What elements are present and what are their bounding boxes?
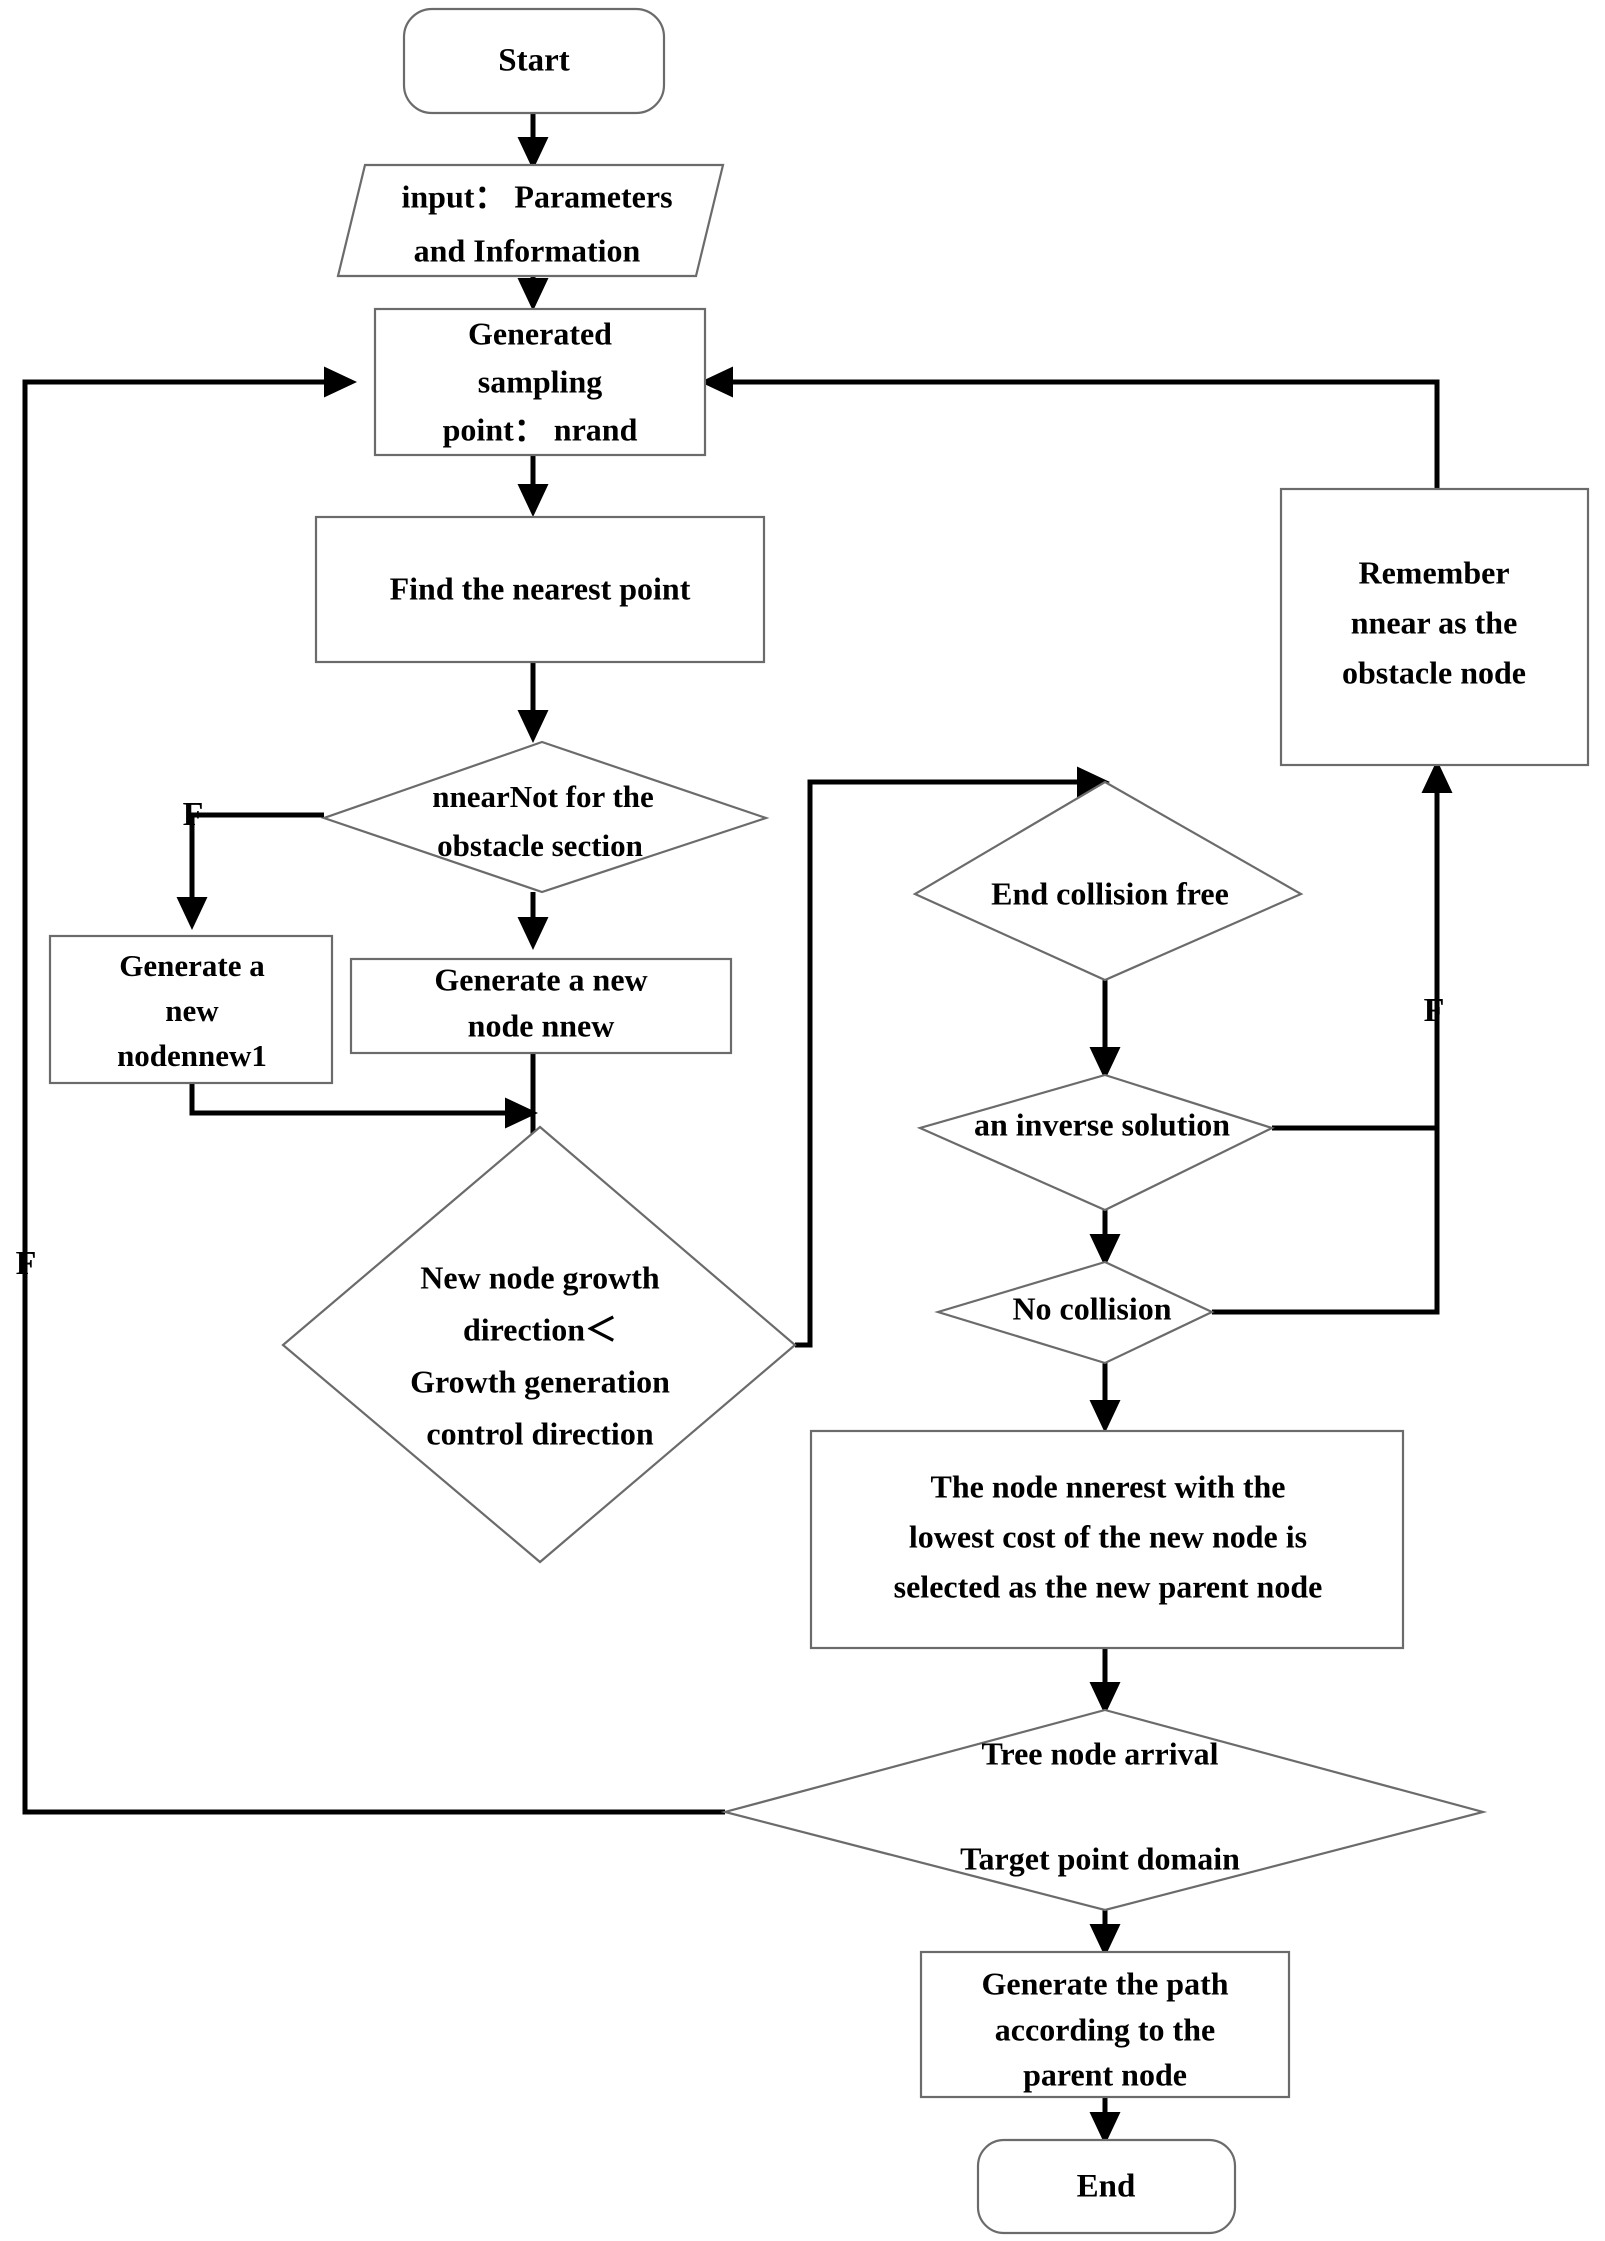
node-growth-direction[interactable]: New node growth direction＜ Growth genera… (281, 1125, 797, 1564)
gennew1-line3: nodennew1 (117, 1038, 267, 1073)
growth-direction-line2: direction＜ (463, 1311, 617, 1347)
remember-line1: Remember (1358, 554, 1509, 590)
input-shape (336, 163, 725, 278)
edge-growthdir-to-endcollision (795, 766, 1110, 1348)
node-obstacle-check[interactable]: nnearNot for the obstacle section (320, 740, 770, 894)
genpath-line1: Generate the path (981, 1965, 1228, 2001)
node-start[interactable]: Start (402, 7, 666, 115)
sampling-shape (373, 307, 707, 457)
genpath-shape (919, 1950, 1291, 2099)
gennew1-line1: Generate a (119, 948, 265, 983)
gennew1-line2: new (165, 993, 219, 1028)
start-shape (402, 7, 666, 115)
growth-direction-shape (281, 1125, 797, 1564)
node-generate-nnew[interactable]: Generate a new node nnew (349, 957, 733, 1055)
connector-layer (22, 113, 1453, 2145)
growth-direction-line4: control direction (426, 1415, 653, 1451)
edge-inverse-false-to-remember (1272, 765, 1440, 1131)
edge-obstaclecheck-false (176, 812, 324, 930)
no-collision-label: No collision (1012, 1290, 1171, 1326)
node-remember-obstacle[interactable]: Remember nnear as the obstacle node (1279, 487, 1590, 767)
branch-label-loop-false: F (16, 1245, 37, 1282)
inverse-solution-shape (916, 1073, 1275, 1212)
growth-direction-line1: New node growth (420, 1259, 660, 1295)
node-input[interactable]: input： Parameters and Information (336, 163, 725, 278)
growth-direction-line3: Growth generation (410, 1363, 670, 1399)
lowest-cost-line2: lowest cost of the new node is (909, 1518, 1307, 1554)
node-generate-new1[interactable]: Generate a new nodennew1 (48, 934, 334, 1085)
obstacle-check-shape (320, 740, 770, 894)
nearest-label: Find the nearest point (390, 570, 691, 606)
no-collision-shape (934, 1260, 1215, 1365)
lowest-cost-shape (809, 1429, 1405, 1650)
lowest-cost-line3: selected as the new parent node (894, 1568, 1323, 1604)
gennnew-shape (349, 957, 733, 1055)
remember-line2: nnear as the (1351, 604, 1518, 640)
edge-nocollision-to-remember (1212, 760, 1453, 1315)
node-find-nearest[interactable]: Find the nearest point (314, 515, 766, 664)
inverse-solution-label: an inverse solution (974, 1106, 1230, 1142)
gennnew-line1: Generate a new (434, 961, 647, 997)
remember-line3: obstacle node (1342, 654, 1526, 690)
branch-label-obstacle-false: F (183, 796, 204, 833)
target-domain-line2: Target point domain (960, 1840, 1240, 1876)
sampling-label-line3: point： nrand (443, 411, 638, 447)
node-generate-path[interactable]: Generate the path according to the paren… (919, 1950, 1291, 2099)
edge-targetdomain-false-loop (22, 366, 725, 1815)
input-label-line2: and Information (414, 232, 641, 268)
node-end-collision-free[interactable]: End collision free (912, 780, 1304, 982)
node-end[interactable]: End (976, 2138, 1237, 2235)
end-collision-label: End collision free (991, 875, 1229, 911)
obstacle-check-line2: obstacle section (437, 828, 643, 863)
start-label: Start (498, 43, 569, 79)
sampling-label-line1: Generated (468, 315, 612, 351)
node-inverse-solution[interactable]: an inverse solution (916, 1073, 1275, 1212)
end-shape (976, 2138, 1237, 2235)
obstacle-check-line1: nnearNot for the (432, 779, 654, 814)
gennew1-shape (48, 934, 334, 1085)
edge-remember-to-sampling (700, 366, 1440, 489)
sampling-label-line2: sampling (478, 363, 602, 399)
genpath-line2: according to the (995, 2011, 1215, 2047)
branch-label-inverse-false: F (1424, 992, 1445, 1029)
remember-shape (1279, 487, 1590, 767)
node-lowest-cost[interactable]: The node nnerest with the lowest cost of… (809, 1429, 1405, 1650)
node-no-collision[interactable]: No collision (934, 1260, 1215, 1365)
genpath-line3: parent node (1023, 2056, 1187, 2092)
node-target-domain[interactable]: Tree node arrival Target point domain (720, 1708, 1488, 1912)
target-domain-line1: Tree node arrival (982, 1735, 1219, 1771)
input-label-line1: input： Parameters (401, 178, 672, 214)
lowest-cost-line1: The node nnerest with the (931, 1468, 1286, 1504)
end-collision-shape (912, 780, 1304, 982)
edge-gennew1-to-merge (189, 1083, 538, 1129)
nearest-shape (314, 515, 766, 664)
target-domain-shape (720, 1708, 1488, 1912)
node-sampling[interactable]: Generated sampling point： nrand (373, 307, 707, 457)
end-label: End (1077, 2169, 1136, 2205)
gennnew-line2: node nnew (468, 1007, 615, 1043)
